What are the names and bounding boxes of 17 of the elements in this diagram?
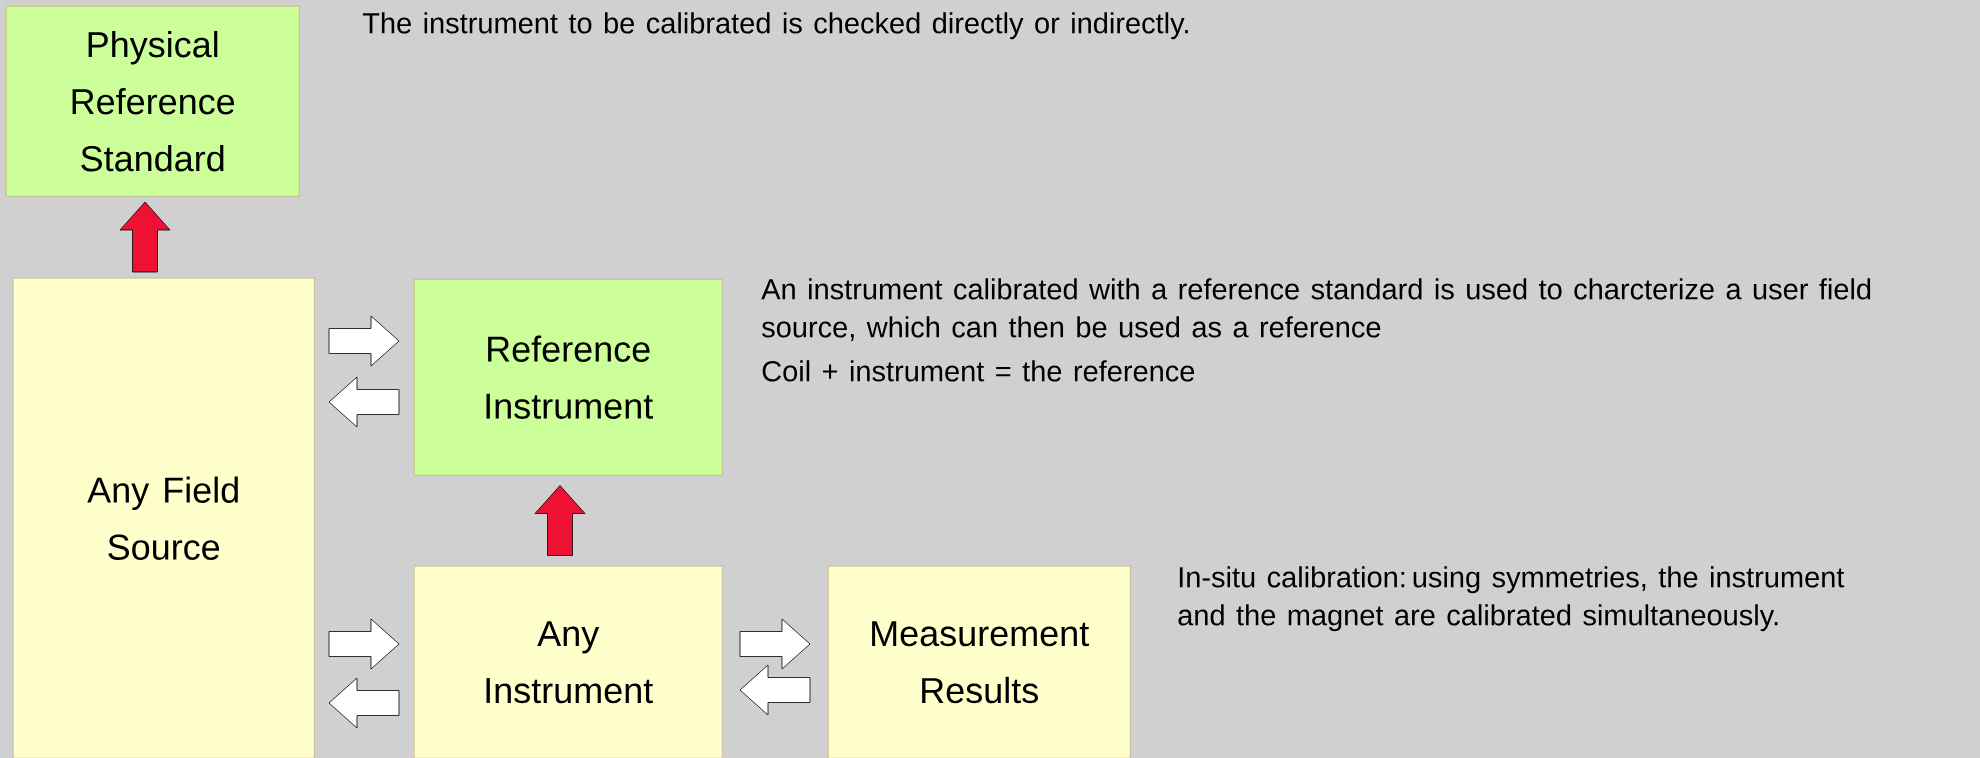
note-text: Coil + instrument = the reference	[762, 360, 1195, 382]
block-arrow	[739, 618, 811, 670]
block-arrow	[328, 376, 400, 428]
block-arrow	[328, 315, 400, 367]
process-box: Physical Reference Standard	[6, 6, 300, 197]
note-text: An instrument calibrated with a reference standard is used to charcterize a user field source, which can then be used as a reference	[761, 278, 1871, 341]
note-text: In-situ calibration: using symmetries, the instrument and the magnet are calibrated simultaneously.	[1178, 566, 1845, 632]
process-box: Any Instrument	[414, 566, 723, 758]
block-arrow	[328, 677, 400, 729]
block-arrow	[119, 201, 171, 273]
process-box: Reference Instrument	[414, 279, 723, 476]
block-arrow	[739, 664, 811, 716]
block-arrow	[328, 618, 400, 670]
block-arrow	[534, 485, 586, 556]
process-box: Measurement Results	[828, 566, 1131, 758]
note-text: The instrument to be calibrated is checked directly or indirectly.	[362, 12, 1188, 40]
process-box: Any Field Source	[13, 278, 315, 758]
